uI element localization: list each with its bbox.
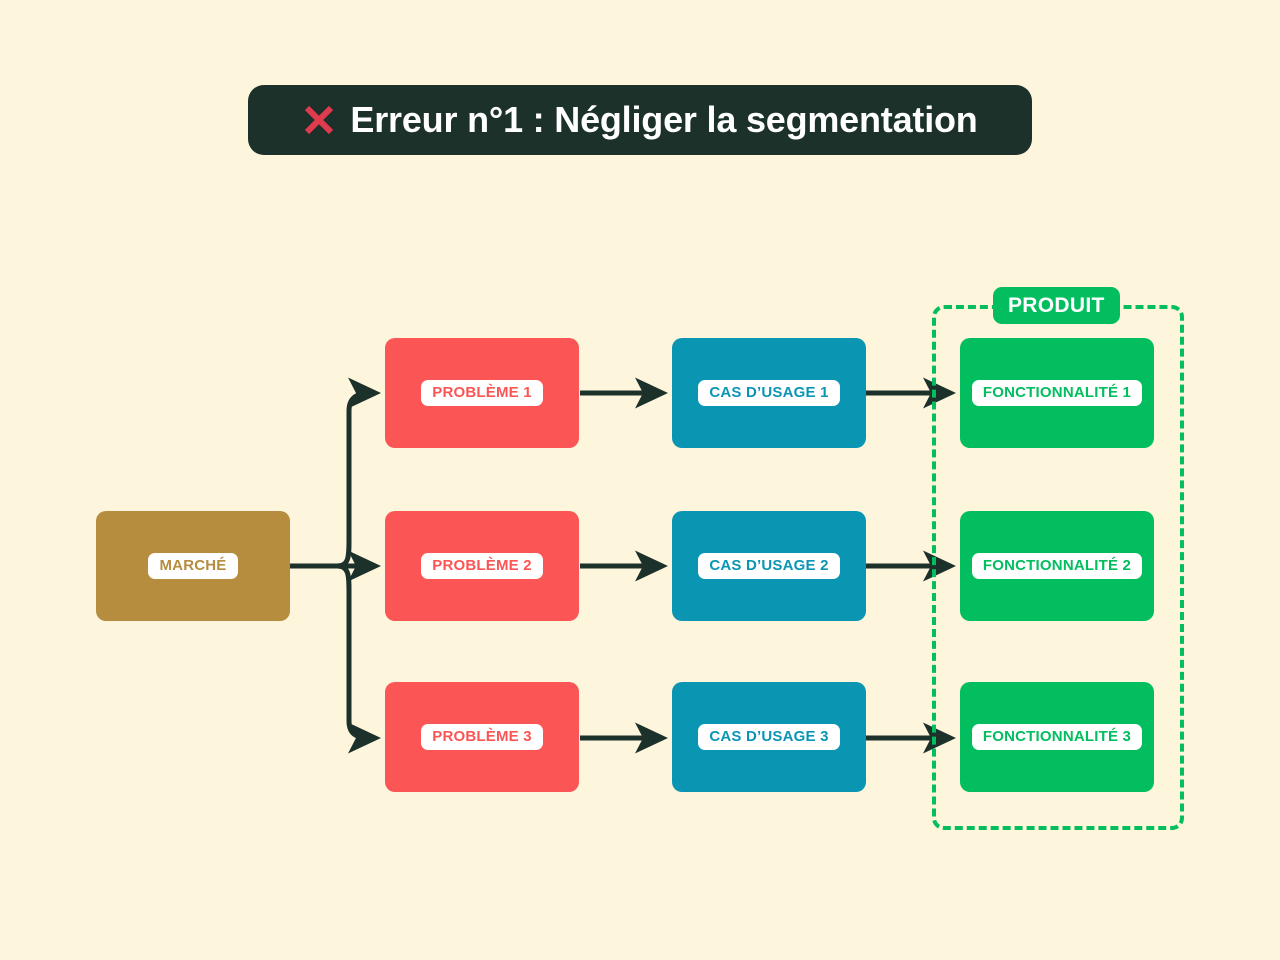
node-feature-2-label: FONCTIONNALITÉ 2 bbox=[971, 552, 1143, 580]
title-banner: Erreur n°1 : Négliger la segmentation bbox=[248, 85, 1032, 155]
node-usecase-2-label: CAS D’USAGE 2 bbox=[698, 552, 840, 580]
product-group-label: PRODUIT bbox=[993, 287, 1120, 324]
node-problem-3-label: PROBLÈME 3 bbox=[421, 723, 543, 751]
node-feature-1-label: FONCTIONNALITÉ 1 bbox=[971, 379, 1143, 407]
page-title: Erreur n°1 : Négliger la segmentation bbox=[350, 99, 978, 140]
node-feature-2[interactable]: FONCTIONNALITÉ 2 bbox=[960, 511, 1154, 621]
node-problem-2[interactable]: PROBLÈME 2 bbox=[385, 511, 579, 621]
node-usecase-2[interactable]: CAS D’USAGE 2 bbox=[672, 511, 866, 621]
node-problem-1[interactable]: PROBLÈME 1 bbox=[385, 338, 579, 448]
node-usecase-1[interactable]: CAS D’USAGE 1 bbox=[672, 338, 866, 448]
node-problem-2-label: PROBLÈME 2 bbox=[421, 552, 543, 580]
cross-mark-icon bbox=[305, 105, 334, 135]
node-feature-1[interactable]: FONCTIONNALITÉ 1 bbox=[960, 338, 1154, 448]
node-problem-3[interactable]: PROBLÈME 3 bbox=[385, 682, 579, 792]
node-market-label: MARCHÉ bbox=[148, 552, 238, 580]
node-usecase-1-label: CAS D’USAGE 1 bbox=[698, 379, 840, 407]
node-market[interactable]: MARCHÉ bbox=[96, 511, 290, 621]
node-feature-3-label: FONCTIONNALITÉ 3 bbox=[971, 723, 1143, 751]
connector-market-to-problem-3 bbox=[336, 563, 382, 754]
node-usecase-3[interactable]: CAS D’USAGE 3 bbox=[672, 682, 866, 792]
node-problem-1-label: PROBLÈME 1 bbox=[421, 379, 543, 407]
node-usecase-3-label: CAS D’USAGE 3 bbox=[698, 723, 840, 751]
node-feature-3[interactable]: FONCTIONNALITÉ 3 bbox=[960, 682, 1154, 792]
connector-market-to-problem-1 bbox=[336, 377, 382, 569]
